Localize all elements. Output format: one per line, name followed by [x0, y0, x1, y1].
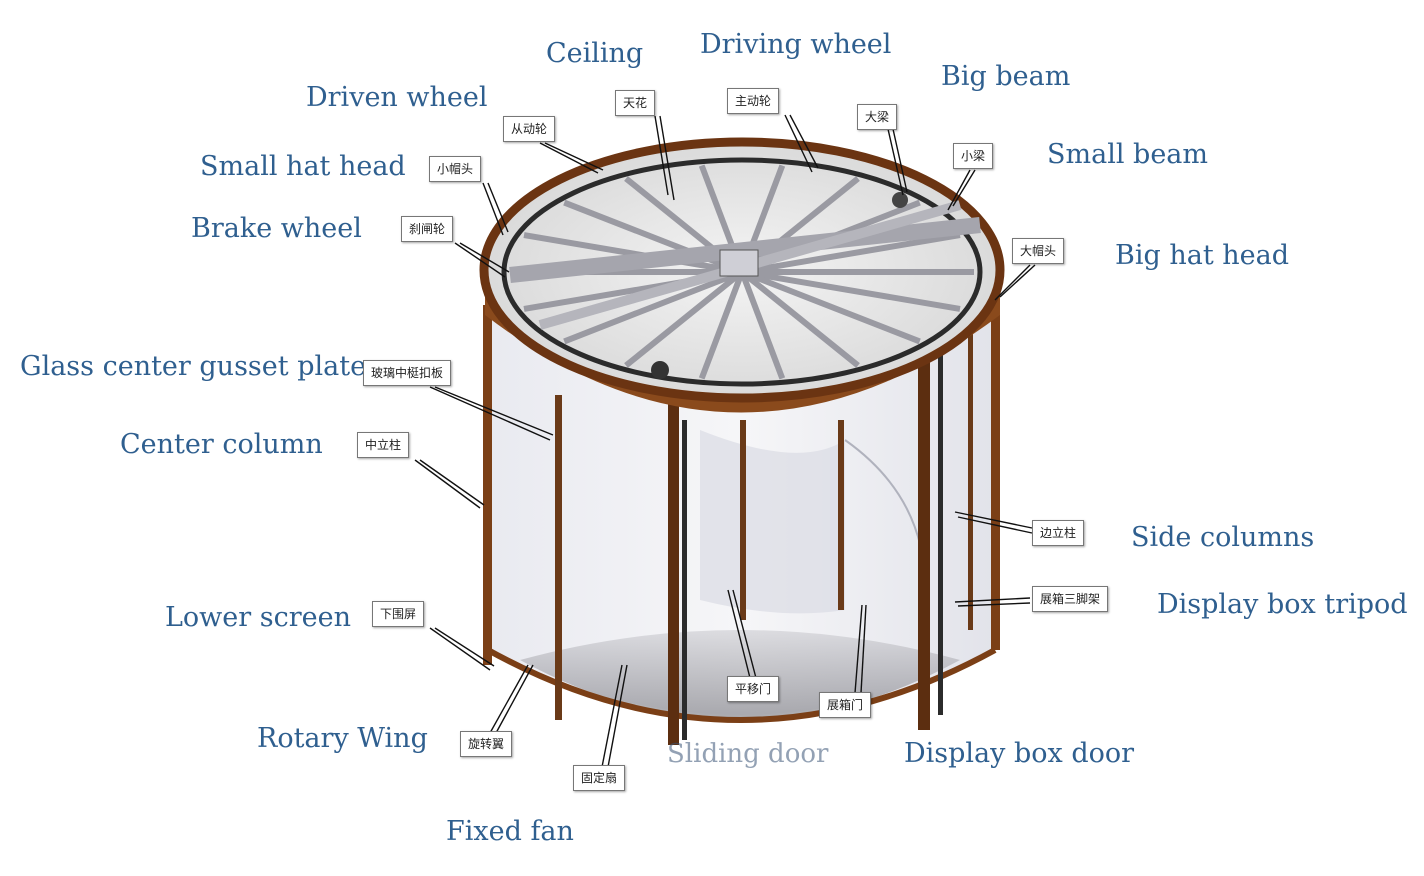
ceiling-spoke — [739, 270, 786, 380]
callout-driving-wheel: 主动轮 — [727, 88, 780, 115]
label-glass-center-gusset-plate: Glass center gusset plate — [20, 351, 367, 382]
ceiling-spoke — [698, 270, 745, 380]
callout-driven-wheel: 从动轮 — [503, 116, 556, 143]
callout-display-box-tripod: 展箱三脚架 — [1032, 586, 1109, 613]
sliding-door-shadow-text: Sliding door — [667, 739, 829, 769]
ceiling-spoke — [741, 232, 961, 275]
label-lower-screen: Lower screen — [165, 602, 351, 633]
callout-big-hat-head: 大帽头 — [1012, 238, 1065, 265]
callout-fixed-fan: 固定扇 — [573, 765, 626, 792]
label-brake-wheel: Brake wheel — [191, 213, 362, 244]
ceiling-spoke — [740, 176, 860, 275]
leader-lines — [414, 114, 1036, 768]
ceiling-spoke — [740, 269, 921, 345]
callout-ceiling: 天花 — [615, 90, 656, 117]
label-rotary-wing: Rotary Wing — [257, 723, 428, 754]
door-frame-inner-1 — [740, 420, 746, 620]
label-display-box-door: Display box door — [904, 738, 1135, 769]
label-big-beam: Big beam — [941, 61, 1071, 92]
ceiling-spoke — [523, 232, 743, 275]
label-driving-wheel: Driving wheel — [700, 29, 892, 60]
callout-lower-screen: 下围屏 — [372, 601, 425, 628]
callout-display-box-door: 展箱门 — [819, 692, 872, 719]
column-door-left — [668, 395, 679, 745]
callout-side-columns: 边立柱 — [1032, 520, 1085, 547]
column-right — [991, 305, 1000, 650]
label-big-hat-head: Big hat head — [1115, 240, 1290, 271]
label-side-columns: Side columns — [1131, 522, 1315, 553]
ceiling-spoke — [624, 269, 744, 368]
callout-glass-center-gusset-plate: 玻璃中梃扣板 — [363, 360, 452, 387]
label-driven-wheel: Driven wheel — [306, 82, 488, 113]
callout-center-column: 中立柱 — [357, 432, 410, 459]
column-door-left-2 — [682, 420, 687, 740]
callout-big-beam: 大梁 — [857, 104, 898, 131]
callout-sliding-door: 平移门 — [727, 676, 780, 703]
ceiling-spoke — [563, 269, 744, 345]
column-left — [483, 305, 492, 665]
label-center-column: Center column — [120, 429, 323, 460]
label-small-hat-head: Small hat head — [200, 151, 406, 182]
label-small-beam: Small beam — [1047, 139, 1209, 170]
callout-brake-wheel: 刹闸轮 — [401, 216, 454, 243]
callout-rotary-wing: 旋转翼 — [460, 731, 513, 758]
label-display-box-tripod: Display box tripod — [1157, 589, 1408, 620]
label-fixed-fan: Fixed fan — [446, 816, 574, 847]
column-door-right — [918, 360, 930, 730]
callout-small-hat-head: 小帽头 — [429, 156, 482, 183]
door-frame-inner-2 — [838, 420, 844, 610]
ceiling-spoke — [740, 269, 860, 368]
ceiling-spoke — [741, 269, 961, 312]
callout-small-beam: 小梁 — [953, 143, 994, 170]
label-ceiling: Ceiling — [546, 38, 644, 69]
